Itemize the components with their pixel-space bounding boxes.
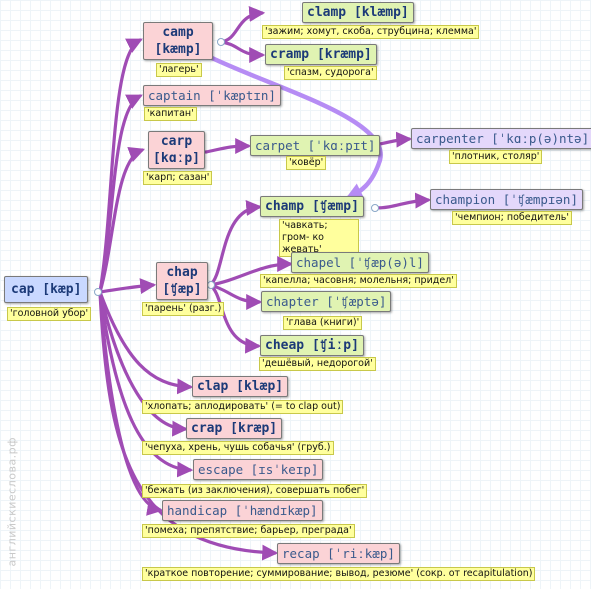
node-camp[interactable]: camp [kæmp] (143, 22, 213, 60)
link-cap-clap (98, 290, 194, 395)
node-champion[interactable]: champion [ˈʧæmpɪən] (430, 189, 583, 210)
link-camp-cramp (218, 40, 266, 63)
link-carp-carpet (204, 138, 252, 155)
note-carpet: 'ковёр' (286, 156, 327, 170)
port-champ (371, 204, 379, 212)
port-chap (207, 281, 215, 289)
link-cap-recap (98, 290, 279, 561)
node-carp-transcription: [kɑːp] (153, 151, 200, 166)
note-cheap: 'дешёвый, недорогой' (259, 357, 376, 371)
node-camp-transcription: [kæmp] (154, 42, 202, 57)
node-chapel[interactable]: chapel [ˈʧæp(ə)l] (291, 252, 429, 273)
node-cap[interactable]: cap [kæp] (4, 276, 89, 303)
note-captain: 'капитан' (144, 107, 197, 121)
note-chapel: 'капелла; часовня; молельня; придел' (260, 274, 457, 288)
node-chap[interactable]: chap [ʧæp] (156, 262, 208, 300)
note-handicap: 'помеха; препятствие; барьер, преграда' (142, 524, 355, 538)
note-chap: 'парень' (разг.) (142, 302, 225, 316)
node-chap-transcription: [ʧæp] (162, 282, 202, 297)
note-cap: 'головной убор' (7, 307, 92, 321)
link-cap-crap (98, 290, 189, 437)
node-carpenter[interactable]: carpenter [ˈkɑːp(ə)ntə] (411, 128, 591, 149)
note-clamp: 'зажим; хомут, скоба, струбцина; клемма' (262, 25, 480, 39)
node-cramp[interactable]: cramp [kræmp] (265, 44, 377, 65)
node-clamp[interactable]: clamp [klæmp] (302, 2, 414, 23)
note-camp: 'лагерь' (156, 63, 202, 77)
node-carp[interactable]: carp [kɑːp] (148, 131, 205, 169)
node-carpet[interactable]: carpet [ˈkɑːpɪt] (250, 135, 381, 156)
link-chap-champ (208, 200, 263, 287)
note-crap: 'чепуха, хрень, чушь собачья' (груб.) (142, 441, 334, 455)
note-carp: 'карп; сазан' (143, 171, 213, 185)
note-recap: 'краткое повторение; суммирование; вывод… (142, 567, 536, 581)
node-recap[interactable]: recap [ˈriːkæp] (277, 543, 400, 564)
node-camp-word: camp (162, 25, 194, 40)
node-handicap[interactable]: handicap [ˈhændɪkæp] (162, 500, 323, 521)
watermark-text: английскиеслова.рф (5, 436, 19, 567)
link-camp-clamp (218, 5, 266, 44)
link-champ-champion (374, 192, 432, 210)
node-captain[interactable]: captain [ˈkæptɪn] (143, 85, 281, 106)
link-cap-escape (98, 290, 194, 478)
node-cheap[interactable]: cheap [ʧiːp] (260, 335, 364, 356)
node-clap[interactable]: clap [klæp] (192, 376, 289, 397)
node-escape[interactable]: escape [ɪsˈkeɪp] (193, 459, 324, 480)
note-clap: 'хлопать; аплодировать' (= to clap out) (142, 400, 344, 414)
link-cap-chap (98, 278, 157, 295)
port-cap (94, 288, 102, 296)
node-champ[interactable]: champ [ʧæmp] (260, 196, 364, 217)
note-champion: 'чемпион; победитель' (452, 211, 572, 225)
node-chapter[interactable]: chapter [ˈʧæptə] (261, 291, 392, 312)
link-chap-chapel (208, 256, 294, 287)
link-cap-carp (98, 146, 145, 294)
note-escape: 'бежать (из заключения), совершать побег… (142, 484, 368, 498)
note-carpenter: 'плотник, столяр' (449, 150, 543, 164)
note-cramp: 'спазм, судорога' (284, 66, 377, 80)
port-camp (217, 38, 225, 46)
node-chap-word: chap (166, 265, 198, 280)
note-chapter: 'глава (книги)' (283, 316, 363, 330)
link-chap-cheap (208, 283, 262, 354)
node-crap[interactable]: crap [kræp] (186, 418, 283, 439)
node-carp-word: carp (160, 134, 193, 149)
